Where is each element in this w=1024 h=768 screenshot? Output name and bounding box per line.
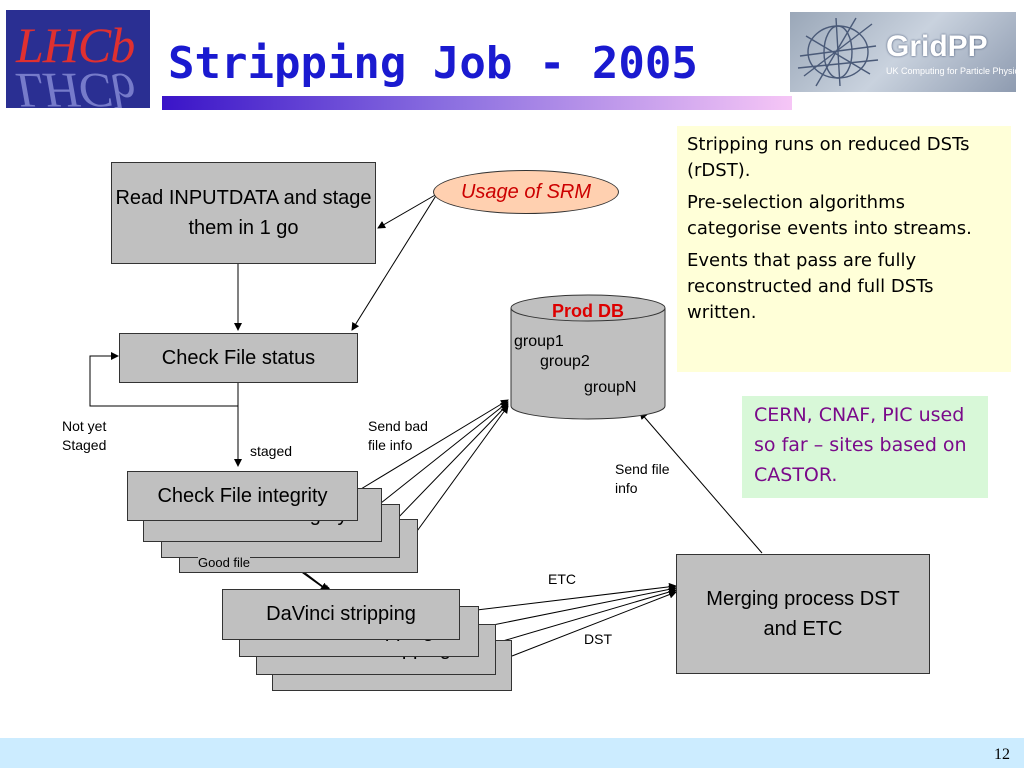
sites-note-box: CERN, CNAF, PIC used so far – sites base… [742, 396, 988, 498]
good-file-label: Good file [198, 553, 251, 572]
gridpp-logo-subtitle: UK Computing for Particle Physics [886, 66, 1024, 76]
lhcb-logo: LHCb LHCb [6, 10, 150, 108]
check-file-status-box: Check File status [119, 333, 358, 383]
grid-globe-icon [797, 17, 879, 87]
arrow-integrity-to-db-4 [411, 405, 509, 539]
etc-label: ETC [548, 571, 576, 587]
arrow-integrity-to-db-1 [355, 399, 509, 493]
note-full-dst: Events that pass are fully reconstructed… [687, 250, 934, 323]
arrow-integrity-to-db-2 [375, 401, 509, 508]
page-number: 12 [994, 746, 1010, 763]
davinci-stripping-box: DaVinci stripping [222, 589, 460, 640]
arrow-srm-to-status [351, 193, 438, 331]
arrow-davinci-to-merge-2 [477, 585, 677, 629]
prod-db-title: Prod DB [552, 301, 624, 321]
prod-db-cylinder [510, 294, 666, 420]
gridpp-logo: GridPP UK Computing for Particle Physics [790, 12, 1024, 92]
dst-label: DST [584, 631, 612, 647]
staged-label: staged [250, 443, 293, 459]
gridpp-logo-text: GridPP [886, 30, 988, 63]
usage-of-srm-ellipse: Usage of SRM [433, 170, 619, 214]
arrow-davinci-to-merge-1 [459, 582, 677, 613]
arrow-davinci-to-merge-3 [495, 588, 677, 644]
send-bad-file-info-label: Send bad file info [368, 418, 428, 453]
arrow-not-staged-loop [89, 352, 239, 407]
arrow-merge-to-db [639, 411, 763, 554]
slide-title: Stripping Job - 2005 [168, 38, 698, 89]
footer-bar [0, 738, 1024, 768]
title-underline-bar [162, 96, 792, 110]
not-yet-staged-label: Not yet Staged [62, 418, 107, 453]
stripping-notes-box: Stripping runs on reduced DSTs (rDST). P… [677, 126, 1011, 372]
merging-process-box: Merging process DST and ETC [676, 554, 930, 674]
prod-db-group1: group1 [514, 333, 564, 350]
note-rdst: Stripping runs on reduced DSTs (rDST). [687, 134, 970, 181]
check-integrity-box: Check File integrity [127, 471, 358, 521]
read-inputdata-box: Read INPUTDATA and stage them in 1 go [111, 162, 376, 264]
prod-db-groupN: groupN [584, 379, 637, 396]
send-file-info-label: Send file info [615, 461, 670, 496]
diagram-connectors [89, 193, 763, 657]
arrow-srm-to-read [377, 193, 438, 229]
note-preselection: Pre-selection algorithms categorise even… [687, 192, 972, 239]
prod-db-group2: group2 [540, 353, 590, 370]
arrow-integrity-to-db-3 [393, 403, 509, 523]
lhcb-logo-text: LHCb [16, 17, 135, 73]
arrow-davinci-to-merge-4 [511, 590, 677, 657]
